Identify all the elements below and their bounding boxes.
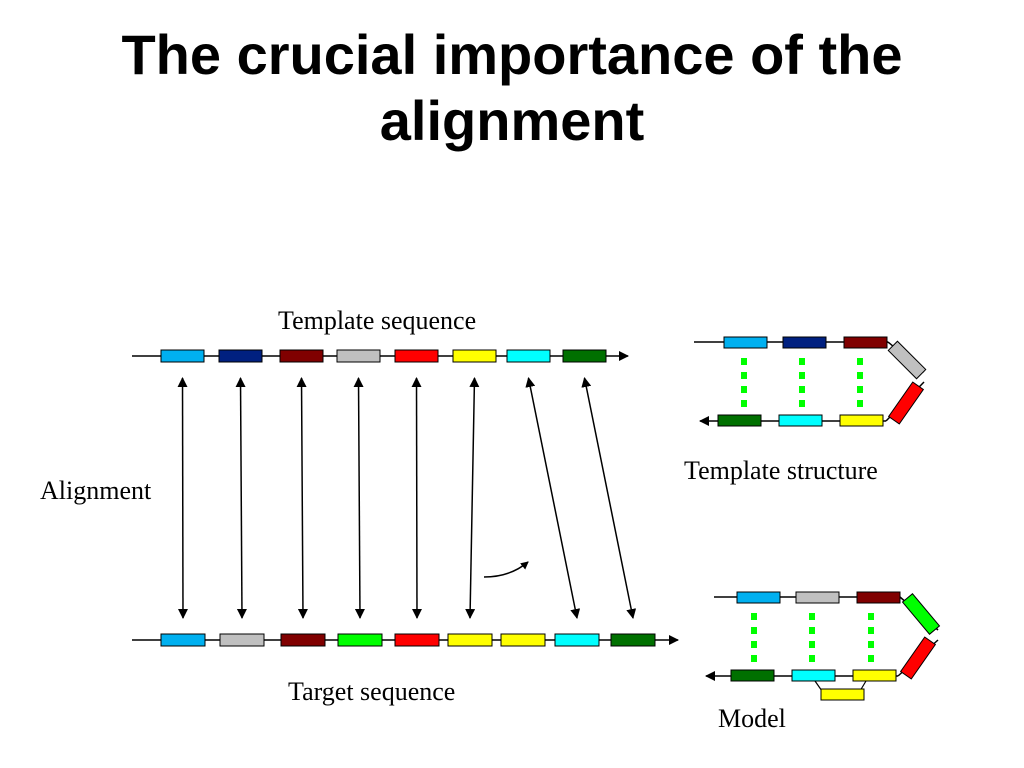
- target-segment-1: [160, 633, 206, 647]
- alignment-label: Alignment: [40, 476, 152, 505]
- alignment-links: [177, 377, 637, 619]
- template-segment-8: [562, 349, 607, 363]
- target-segment-5: [394, 633, 440, 647]
- model-turn-segment-1: [901, 593, 941, 635]
- template-segment-4: [336, 349, 381, 363]
- alignment-arrow-8: [581, 377, 637, 619]
- alignment-arrow-1: [177, 377, 188, 619]
- model-bottom-segment-2: [791, 669, 836, 682]
- alignment-arrow-2: [235, 377, 247, 619]
- alignment-arrow-4: [353, 377, 365, 619]
- alignment-arrow-7: [525, 377, 581, 619]
- sequence-segments: [160, 349, 656, 647]
- template-segment-6: [452, 349, 497, 363]
- model-insertion-segment: [820, 688, 865, 701]
- template-structure-turn-segment-2: [887, 381, 925, 425]
- target-segment-2: [219, 633, 265, 647]
- template-structure-bottom-segment-2: [778, 414, 823, 427]
- target-segment-6: [447, 633, 493, 647]
- template-structure-turn-segment-1: [887, 340, 927, 380]
- template-structure-top-segment-3: [843, 336, 888, 349]
- target-segment-7: [500, 633, 546, 647]
- title-line-1: The crucial importance of the: [121, 23, 903, 86]
- model-bottom-segment-3: [852, 669, 897, 682]
- alignment-arrow-6: [465, 377, 480, 619]
- model-bottom-segment-1: [730, 669, 775, 682]
- template-segment-1: [160, 349, 205, 363]
- template-segment-2: [218, 349, 263, 363]
- template-segment-5: [394, 349, 439, 363]
- model-top-segment-3: [856, 591, 901, 604]
- template-structure-top-segment-2: [782, 336, 827, 349]
- target-sequence-label: Target sequence: [288, 677, 456, 706]
- alignment-arrow-3: [296, 377, 308, 619]
- template-structure-bottom-segment-3: [839, 414, 884, 427]
- target-segment-3: [280, 633, 326, 647]
- template-structure-top-segment-1: [723, 336, 768, 349]
- model-top-segment-1: [736, 591, 781, 604]
- model-label: Model: [718, 704, 786, 733]
- template-segment-7: [506, 349, 551, 363]
- template-segment-3: [279, 349, 324, 363]
- target-segment-4: [337, 633, 383, 647]
- target-segment-8: [554, 633, 600, 647]
- target-segment-9: [610, 633, 656, 647]
- model-top-segment-2: [795, 591, 840, 604]
- title-line-2: alignment: [379, 89, 645, 152]
- template-structure-bottom-segment-1: [717, 414, 762, 427]
- model-turn-segment-2: [899, 636, 937, 680]
- shift-curved-arrow: [483, 561, 529, 578]
- slide-title: The crucial importance of the alignment: [0, 22, 1024, 154]
- template-sequence-label: Template sequence: [278, 306, 477, 335]
- backbone-lines: [132, 351, 679, 645]
- alignment-arrow-5: [411, 377, 422, 619]
- template-structure-label: Template structure: [684, 456, 878, 485]
- structure-panels: [694, 336, 941, 701]
